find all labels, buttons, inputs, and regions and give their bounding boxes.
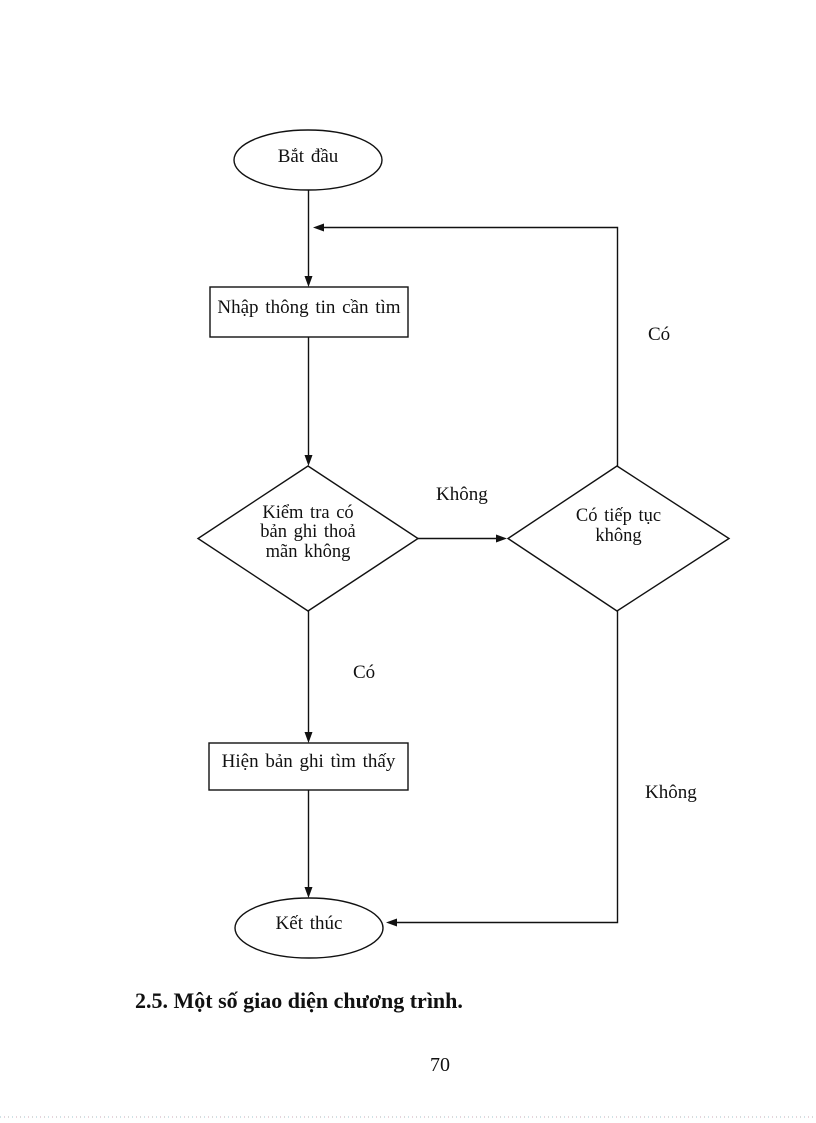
edge-continue-no-to-end — [386, 611, 619, 927]
input-process-shape — [209, 286, 409, 338]
check-decision-label: Kiểm tra có bản ghi thoả mãn không — [198, 468, 418, 598]
edge-check-yes-to-show — [304, 611, 313, 743]
start-node-label: Bắt đầu — [234, 128, 382, 186]
end-node-text: Kết thúc — [275, 912, 343, 934]
edge-input-to-check — [304, 337, 313, 466]
page-number: 70 — [430, 1054, 450, 1076]
check-decision-line1: Kiểm tra có — [262, 502, 354, 523]
edge-label-continue-yes: Có — [648, 324, 671, 345]
check-decision-line3: mãn không — [265, 541, 351, 562]
end-node-label: Kết thúc — [235, 898, 383, 950]
continue-decision-label: Có tiếp tục không — [508, 462, 729, 592]
start-node-text: Bắt đầu — [277, 145, 339, 167]
edge-label-check-no: Không — [436, 484, 488, 505]
continue-decision-line2: không — [595, 526, 642, 546]
edge-label-check-yes: Có — [353, 662, 376, 683]
edge-label-continue-no: Không — [645, 782, 697, 803]
page-bottom-dotted-divider — [0, 1116, 816, 1118]
input-process-text: Nhập thông tin cần tìm — [217, 296, 401, 318]
show-process-label: Hiện bản ghi tìm thấy — [209, 743, 408, 781]
section-caption: 2.5. Một số giao diện chương trình. — [135, 988, 463, 1013]
check-decision-line2: bản ghi thoả — [260, 522, 356, 543]
input-process-label: Nhập thông tin cần tìm — [210, 288, 408, 328]
show-process-shape — [208, 742, 409, 791]
check-decision-shape — [196, 465, 420, 612]
continue-decision-shape — [506, 465, 731, 612]
edge-check-no-to-continue — [418, 534, 507, 543]
edge-start-to-input — [304, 190, 313, 287]
continue-decision-line1: Có tiếp tục — [575, 506, 662, 527]
end-terminator-shape — [234, 897, 384, 959]
start-terminator-shape — [233, 129, 383, 191]
edge-show-to-end — [304, 790, 313, 898]
show-process-text: Hiện bản ghi tìm thấy — [221, 750, 396, 772]
edge-continue-yes-loop — [313, 223, 619, 466]
